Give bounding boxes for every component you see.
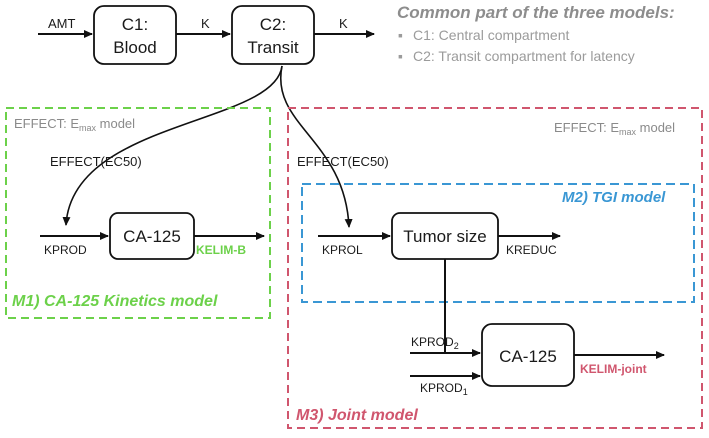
- common-heading: Common part of the three models:: [397, 3, 675, 22]
- m3-effect-note: EFFECT: Emax model: [554, 120, 675, 137]
- k1-label: K: [201, 16, 210, 31]
- c1-box-line1: C1:: [122, 15, 148, 34]
- common-legend: Common part of the three models: ▪ C1: C…: [397, 3, 675, 64]
- amt-label: AMT: [48, 16, 76, 31]
- m1-kprod-label: KPROD: [44, 243, 87, 257]
- bullet-1: ▪: [398, 27, 403, 43]
- effect-curve-m1: [62, 65, 283, 226]
- m1-ca125-text: CA-125: [123, 227, 181, 246]
- m3-ca125-text: CA-125: [499, 347, 557, 366]
- m3-effect-label: EFFECT(EC50): [297, 154, 389, 169]
- m3-joint-model: EFFECT: Emax model EFFECT(EC50) M2) TGI …: [287, 107, 703, 429]
- k2-label: K: [339, 16, 348, 31]
- m2-frame: [301, 183, 695, 303]
- m1-kinetics-model: EFFECT: Emax model EFFECT(EC50) KPROD CA…: [5, 107, 271, 319]
- c2-box-line1: C2:: [260, 15, 286, 34]
- c1-box-line2: Blood: [113, 38, 156, 57]
- common-part: AMT C1: Blood K C2: Transit K: [38, 5, 375, 65]
- m2-kreduc-label: KREDUC: [506, 243, 557, 257]
- c2-box-line2: Transit: [247, 38, 299, 57]
- m3-kprod2-label: KPROD2: [411, 335, 459, 351]
- m1-effect-note: EFFECT: Emax model: [14, 116, 135, 133]
- m2-tumor-text: Tumor size: [403, 227, 486, 246]
- m3-kprod1-label: KPROD1: [420, 381, 468, 397]
- bullet-2: ▪: [398, 48, 403, 64]
- common-item-c1: C1: Central compartment: [413, 27, 570, 43]
- effect-curve-m3: [279, 65, 353, 228]
- m1-effect-label: EFFECT(EC50): [50, 154, 142, 169]
- m2-tgi-model: M2) TGI model KPROL Tumor size KREDUC: [301, 183, 695, 303]
- m2-title: M2) TGI model: [562, 189, 666, 206]
- m3-title: M3) Joint model: [296, 407, 418, 424]
- m1-title: M1) CA-125 Kinetics model: [12, 293, 218, 310]
- common-item-c2: C2: Transit compartment for latency: [413, 48, 635, 64]
- m2-kprol-label: KPROL: [322, 243, 363, 257]
- m3-frame: [287, 107, 703, 429]
- m3-kelim-label: KELIM-joint: [580, 362, 647, 376]
- m1-frame: [5, 107, 271, 319]
- m1-kelim-label: KELIM-B: [196, 243, 246, 257]
